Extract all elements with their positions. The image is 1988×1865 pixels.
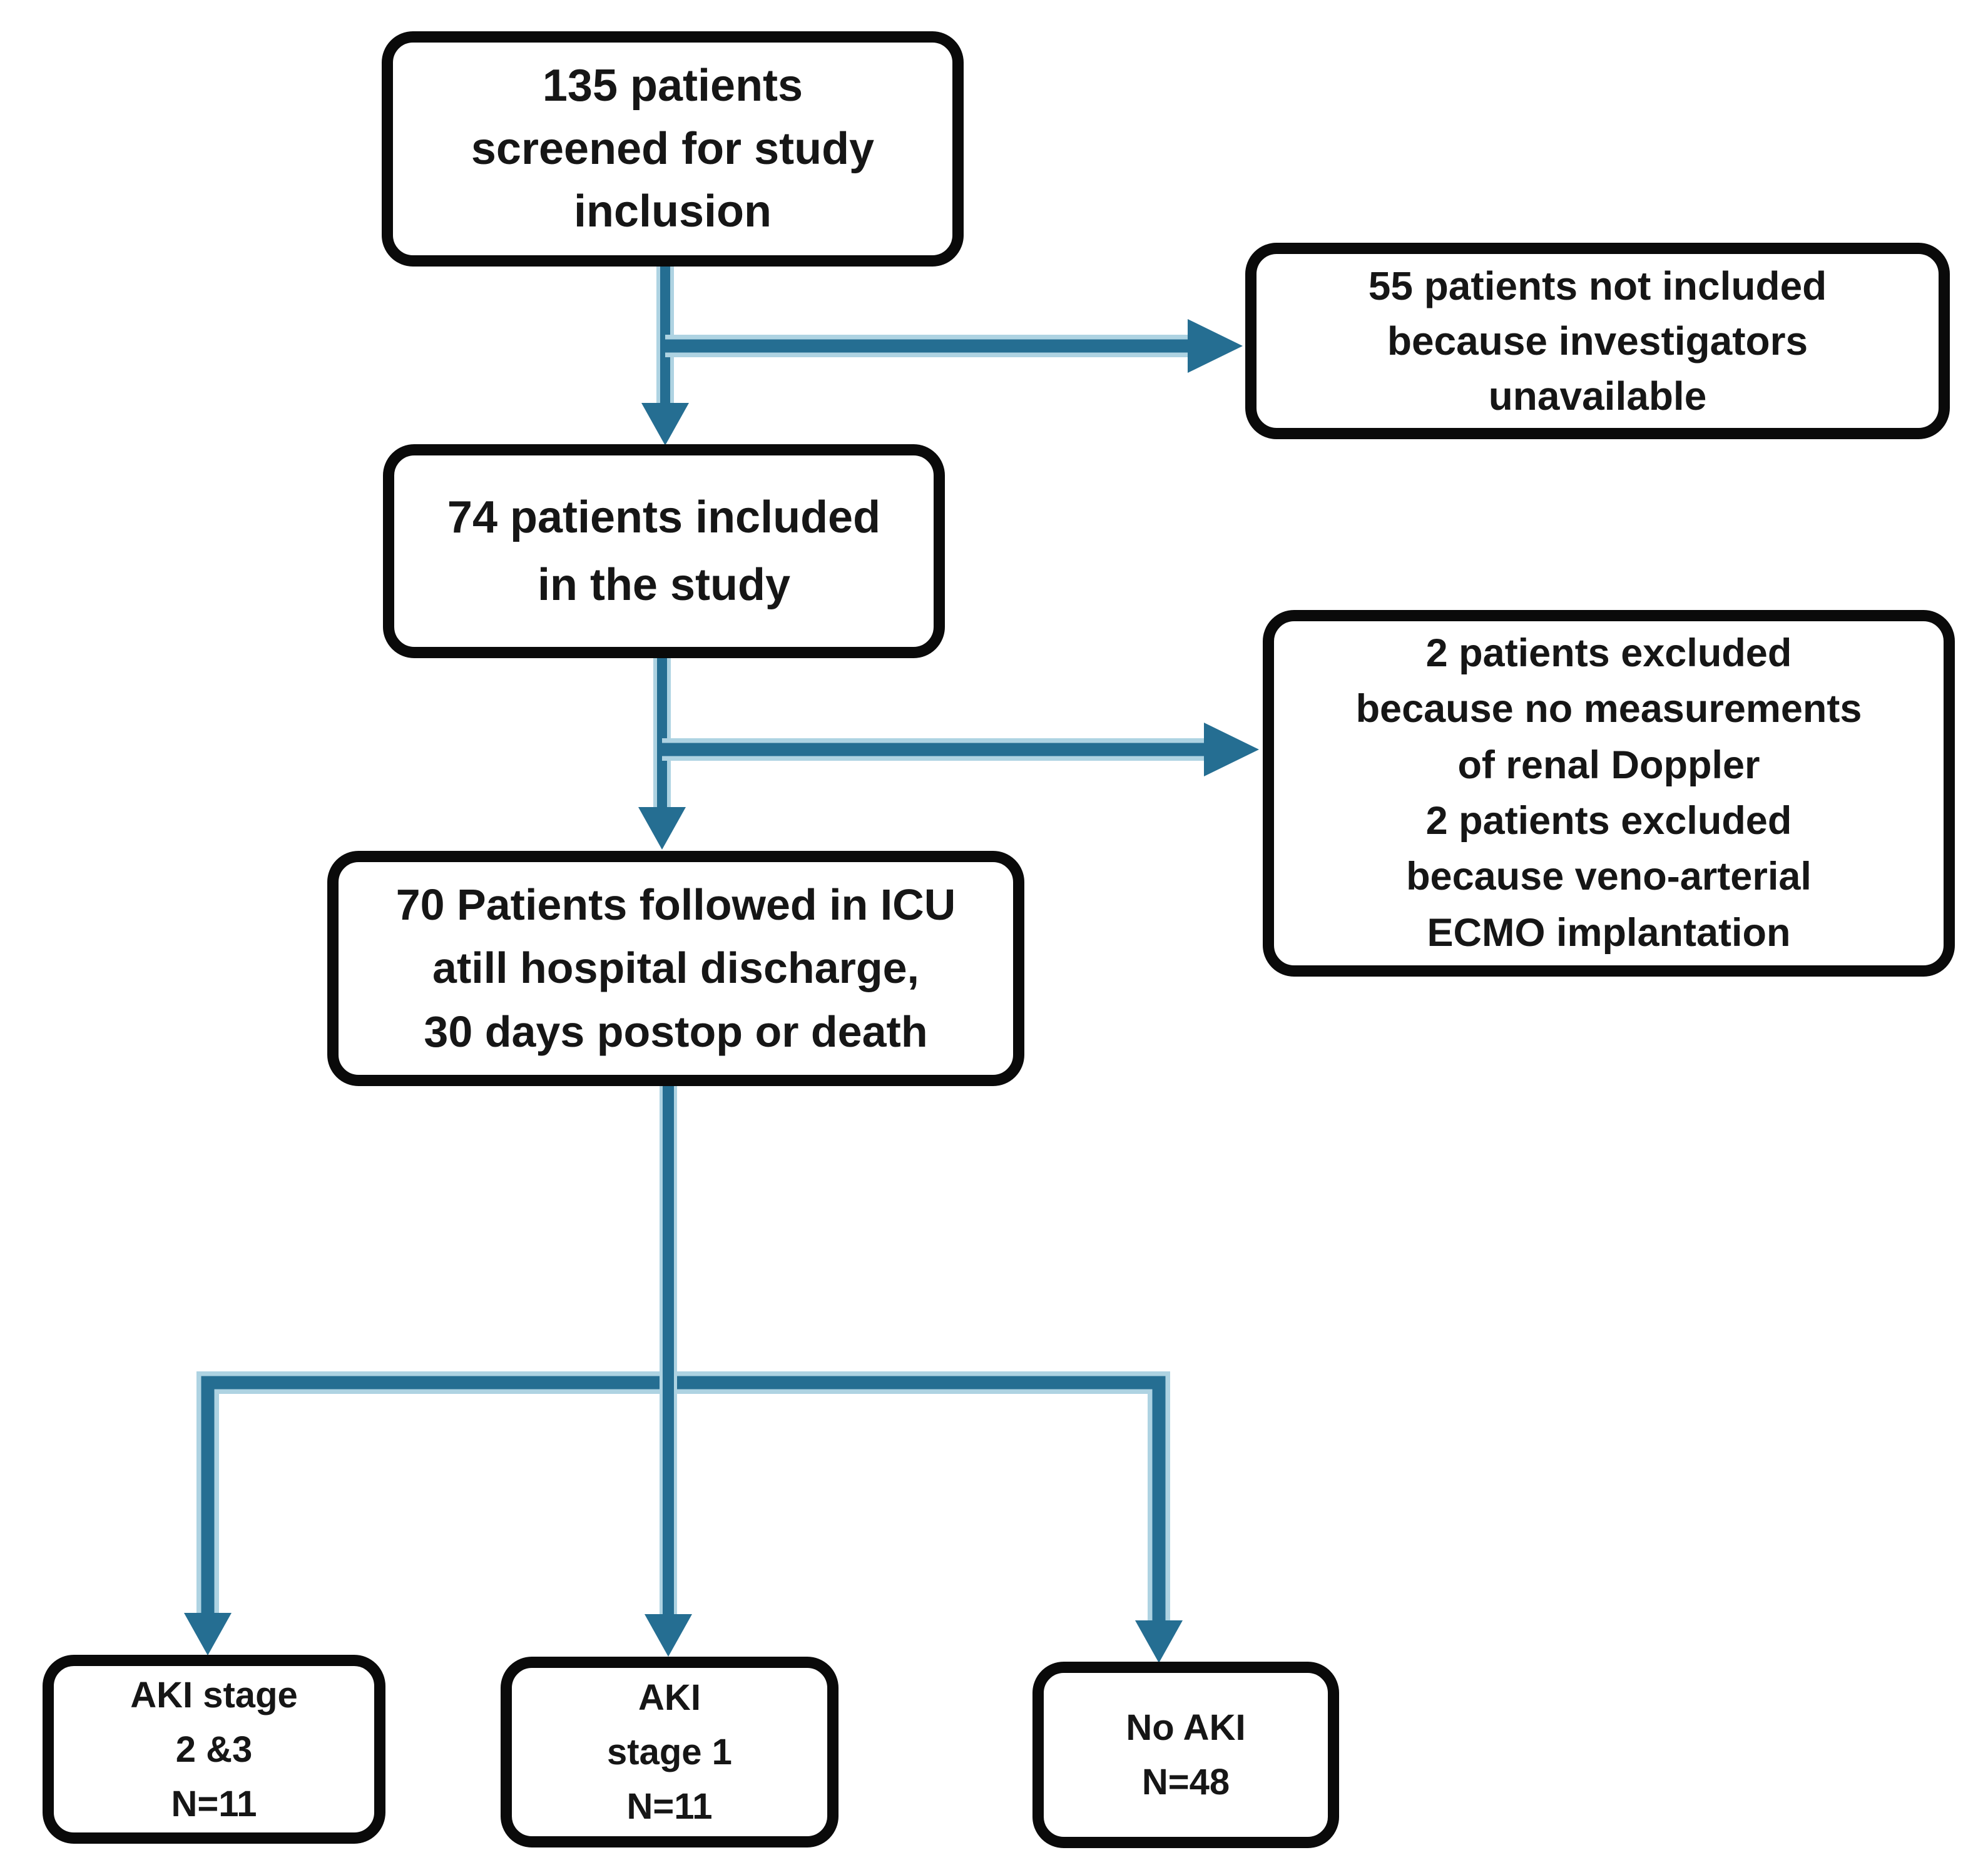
node-no-aki: No AKI N=48 [1032, 1662, 1339, 1848]
arrow-included-to-excluded [662, 723, 1259, 776]
node-screened: 135 patients screened for study inclusio… [382, 31, 964, 267]
arrow-screened-to-not-included [665, 319, 1243, 373]
arrow-included-to-followed [638, 656, 686, 850]
node-included: 74 patients included in the study [383, 444, 945, 658]
node-not-included: 55 patients not included because investi… [1245, 243, 1950, 439]
arrow-followed-to-groups [184, 1085, 1183, 1663]
node-aki-stage-2-3: AKI stage 2 &3 N=11 [43, 1655, 385, 1844]
node-followed: 70 Patients followed in ICU atill hospit… [327, 851, 1024, 1086]
node-aki-stage-1: AKI stage 1 N=11 [501, 1657, 839, 1847]
node-excluded: 2 patients excluded because no measureme… [1263, 610, 1955, 977]
